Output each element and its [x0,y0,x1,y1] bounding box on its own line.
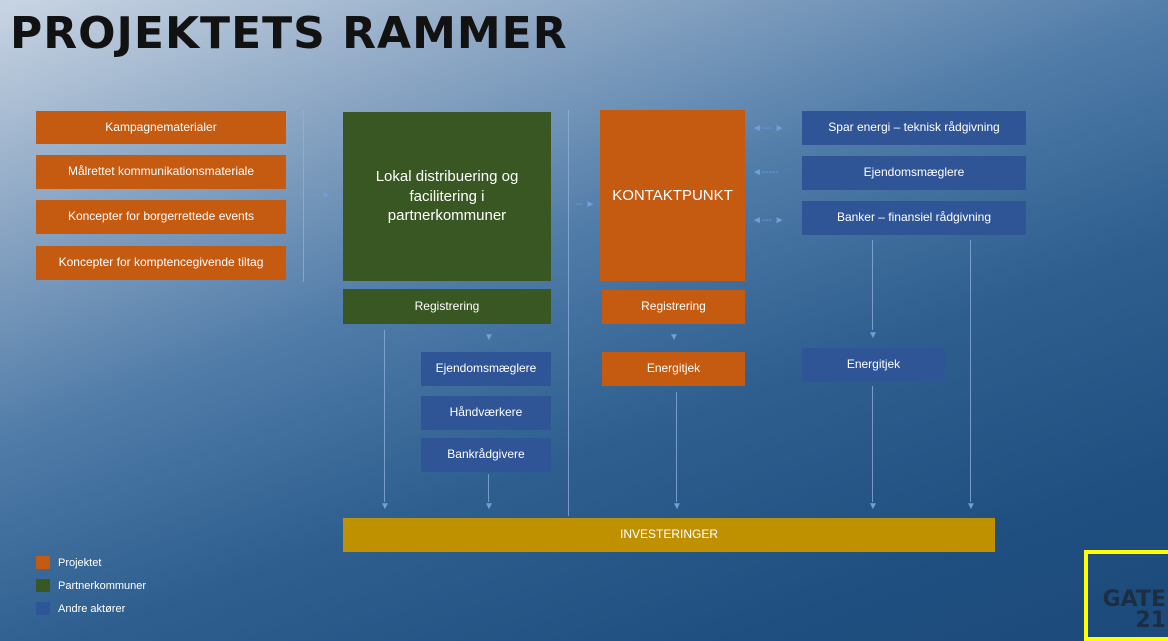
gate21-logo: GATE 21 [1084,550,1168,641]
divider-line-left [303,110,304,282]
arrow-down-icon: ▼ [868,330,878,341]
legend-item-andre-aktoerer: Andre aktører [36,602,125,615]
box-registrering-green: Registrering [343,289,551,324]
box-haandvaerkere: Håndværkere [421,396,551,430]
arrow-down-icon: ▼ [672,501,682,512]
box-banker: Banker – finansiel rådgivning [802,201,1026,235]
double-arrow-icon: ◄--- ► [752,123,785,134]
arrow-down-icon: ▼ [484,501,494,512]
flow-line [384,330,385,502]
legend-label: Andre aktører [58,602,126,615]
flow-line [970,240,971,502]
arrow-right-icon: -- ► [576,199,596,210]
box-kontaktpunkt: KONTAKTPUNKT [600,110,745,281]
legend-label: Projektet [58,556,102,569]
arrow-right-icon: -- ► [312,190,332,201]
box-bankraadgivere: Bankrådgivere [421,438,551,472]
arrow-down-icon: ▼ [966,501,976,512]
legend-swatch [36,556,50,569]
legend-label: Partnerkommuner [58,579,147,592]
box-ejendomsmaeglere-center: Ejendomsmæglere [421,352,551,386]
divider-line-middle [568,110,569,516]
box-kampagnematerialer: Kampagnematerialer [36,111,286,144]
legend-item-projektet: Projektet [36,556,101,569]
legend-swatch [36,579,50,592]
arrow-down-icon: ▼ [484,332,494,343]
flow-line [872,386,873,502]
box-komptencegivende-tiltag: Koncepter for komptencegivende tiltag [36,246,286,280]
box-maalrettet-kommunikation: Målrettet kommunikationsmateriale [36,155,286,189]
arrow-left-icon: ◄----- [752,167,779,178]
box-registrering-orange: Registrering [602,290,745,324]
box-spar-energi: Spar energi – teknisk rådgivning [802,111,1026,145]
arrow-down-icon: ▼ [669,332,679,343]
box-energitjek-blue: Energitjek [802,348,945,382]
box-borgerrettede-events: Koncepter for borgerrettede events [36,200,286,234]
flow-line [676,392,677,502]
arrow-down-icon: ▼ [380,501,390,512]
box-investeringer: INVESTERINGER [343,518,995,552]
double-arrow-icon: ◄--- ► [752,215,785,226]
box-energitjek-orange: Energitjek [602,352,745,386]
flow-line [872,240,873,330]
logo-text: GATE 21 [1102,587,1166,633]
page-title: PROJEKTETS RAMMER [10,8,568,59]
arrow-down-icon: ▼ [868,501,878,512]
flow-line [488,474,489,502]
legend-swatch [36,602,50,615]
box-lokal-distribuering: Lokal distribuering og facilitering i pa… [343,112,551,281]
box-ejendomsmaeglere-right: Ejendomsmæglere [802,156,1026,190]
legend-item-partnerkommuner: Partnerkommuner [36,579,146,592]
